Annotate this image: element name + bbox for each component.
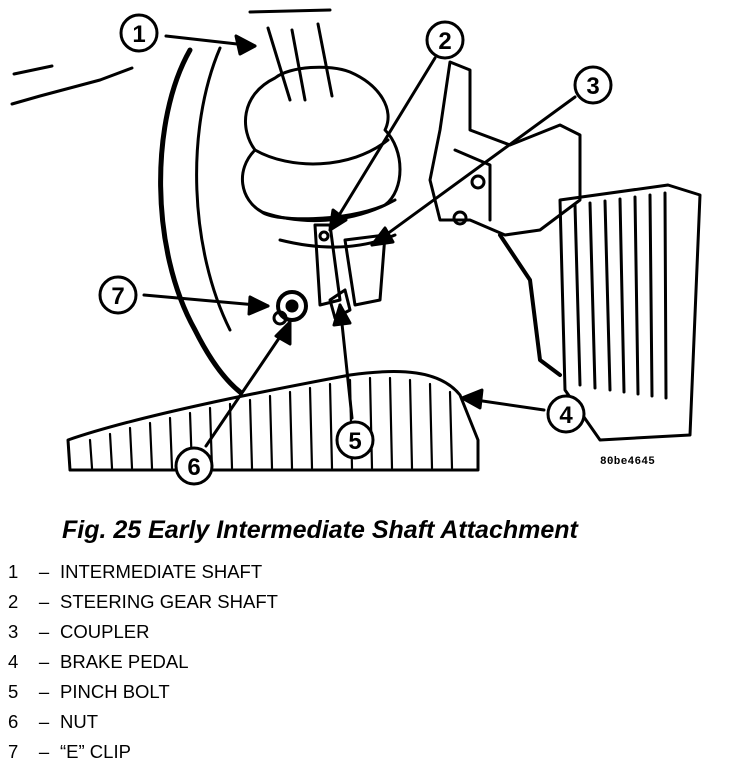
legend-label: INTERMEDIATE SHAFT xyxy=(60,561,263,582)
legend-separator: – xyxy=(38,741,50,762)
callout-5: 5 xyxy=(335,420,375,460)
legend-label: “E” CLIP xyxy=(60,741,131,762)
legend-number: 5 xyxy=(8,681,19,702)
legend-item: 2 – STEERING GEAR SHAFT xyxy=(8,587,278,617)
legend-number: 7 xyxy=(8,741,19,762)
leader-arrows xyxy=(142,34,577,448)
callout-number: 2 xyxy=(438,28,451,55)
accelerator-pedal xyxy=(558,183,702,442)
column-panel-inner xyxy=(195,46,232,332)
boot xyxy=(240,65,402,249)
callout-number: 5 xyxy=(348,428,361,455)
legend-item: 4 – BRAKE PEDAL xyxy=(8,647,278,677)
callout-2: 2 xyxy=(425,20,465,60)
figure-code: 80be4645 xyxy=(600,456,656,468)
e-clip xyxy=(272,310,288,326)
callout-number: 4 xyxy=(559,402,573,429)
pinch-bolt xyxy=(328,288,352,320)
nut xyxy=(276,290,308,322)
floor-edge-line xyxy=(10,64,134,106)
legend-item: 1 – INTERMEDIATE SHAFT xyxy=(8,557,278,587)
callout-4: 4 xyxy=(546,394,586,434)
callout-7: 7 xyxy=(98,275,138,315)
legend-label: BRAKE PEDAL xyxy=(60,651,189,672)
callout-number: 7 xyxy=(111,283,124,310)
legend-separator: – xyxy=(38,591,50,612)
legend-separator: – xyxy=(38,681,50,702)
legend-label: COUPLER xyxy=(60,621,150,642)
figure-caption: Fig. 25 Early Intermediate Shaft Attachm… xyxy=(62,516,578,544)
legend-item: 5 – PINCH BOLT xyxy=(8,677,278,707)
callout-number: 3 xyxy=(586,73,599,100)
legend-separator: – xyxy=(38,621,50,642)
legend-number: 6 xyxy=(8,711,19,732)
column-panel xyxy=(158,47,243,395)
callout-number: 1 xyxy=(132,21,145,48)
callout-6: 6 xyxy=(174,446,214,486)
legend-number: 2 xyxy=(8,591,19,612)
legend-number: 1 xyxy=(8,561,19,582)
parts-legend: 1 – INTERMEDIATE SHAFT 2 – STEERING GEAR… xyxy=(8,557,278,767)
legend-item: 7 – “E” CLIP xyxy=(8,737,278,767)
legend-item: 3 – COUPLER xyxy=(8,617,278,647)
callout-number: 6 xyxy=(187,454,200,481)
legend-separator: – xyxy=(38,711,50,732)
coupler xyxy=(313,223,387,307)
intermediate-shaft xyxy=(248,8,334,102)
shaft-attachment-illustration: 1 2 3 4 5 6 7 xyxy=(10,8,702,486)
legend-separator: – xyxy=(38,651,50,672)
legend-item: 6 – NUT xyxy=(8,707,278,737)
legend-separator: – xyxy=(38,561,50,582)
legend-number: 3 xyxy=(8,621,19,642)
callout-1: 1 xyxy=(119,13,159,53)
brake-pedal xyxy=(66,370,480,472)
legend-label: NUT xyxy=(60,711,99,732)
legend-number: 4 xyxy=(8,651,19,672)
legend-label: STEERING GEAR SHAFT xyxy=(60,591,278,612)
callout-3: 3 xyxy=(573,65,613,105)
legend-label: PINCH BOLT xyxy=(60,681,170,702)
